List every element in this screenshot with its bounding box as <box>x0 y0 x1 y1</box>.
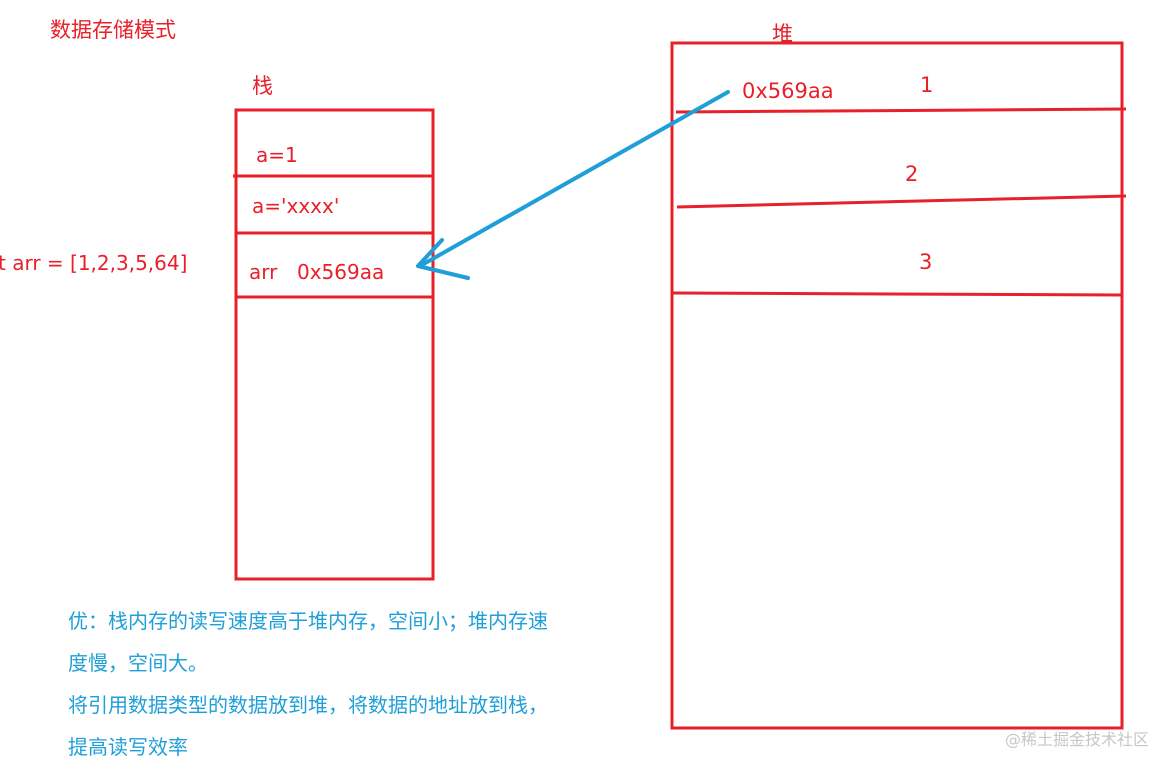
heap-label: 堆 <box>772 22 793 46</box>
stack-cell-arr-address: 0x569aa <box>297 260 385 284</box>
notes-block: 优：栈内存的读写速度高于堆内存，空间小；堆内存速 度慢，空间大。 将引用数据类型… <box>68 600 548 768</box>
heap-box <box>670 41 1124 730</box>
page-title: 数据存储模式 <box>50 18 176 42</box>
note-line-4: 提高读写效率 <box>68 735 188 759</box>
stack-cell-axxxx: a='xxxx' <box>252 194 340 218</box>
note-line-3: 将引用数据类型的数据放到堆，将数据的地址放到栈， <box>68 693 548 717</box>
heap-item-1: 1 <box>920 73 934 97</box>
stack-label: 栈 <box>252 74 273 98</box>
heap-item-3: 3 <box>919 250 933 274</box>
note-line-1: 优：栈内存的读写速度高于堆内存，空间小；堆内存速 <box>68 609 548 633</box>
stack-cell-a1: a=1 <box>256 143 298 167</box>
code-snippet: t arr = [1,2,3,5,64] <box>0 251 188 275</box>
stack-box <box>234 108 435 581</box>
reference-arrow-head <box>416 238 470 280</box>
watermark: @稀土掘金技术社区 <box>1004 730 1149 749</box>
reference-arrow-shaft <box>418 90 730 268</box>
heap-divider-1 <box>675 107 1127 114</box>
heap-item-2: 2 <box>905 162 919 186</box>
stack-cell-arr-name: arr <box>249 260 278 284</box>
heap-divider-3 <box>671 291 1123 297</box>
heap-address: 0x569aa <box>742 79 834 103</box>
heap-divider-2 <box>676 194 1127 209</box>
note-line-2: 度慢，空间大。 <box>68 651 208 675</box>
